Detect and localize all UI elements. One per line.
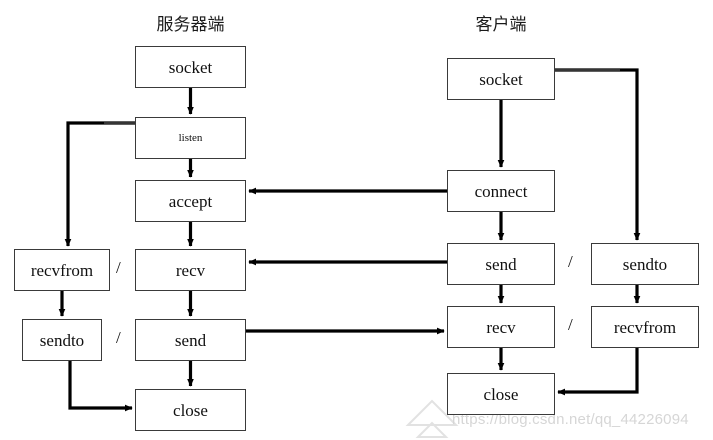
node-client-connect[interactable]: connect [447, 170, 555, 212]
node-client-recvfrom[interactable]: recvfrom [591, 306, 699, 348]
node-label: recv [486, 317, 516, 337]
server-column-title: 服务器端 [156, 15, 225, 34]
separator-server-send: / [116, 328, 121, 347]
separator-server-recv: / [116, 258, 121, 277]
node-label: close [483, 384, 519, 404]
edge-srv-sendto-close [68, 361, 133, 412]
node-server-close[interactable]: close [135, 389, 246, 431]
node-server-recvfrom[interactable]: recvfrom [14, 249, 110, 291]
node-label: connect [474, 181, 528, 201]
node-client-recv[interactable]: recv [447, 306, 555, 348]
node-server-recv[interactable]: recv [135, 249, 246, 291]
node-label: recv [175, 260, 206, 280]
node-label: socket [168, 57, 213, 77]
node-label: listen [178, 131, 203, 144]
node-label: sendto [622, 254, 668, 274]
node-label: close [173, 400, 208, 420]
separator-client-send: / [568, 252, 573, 271]
edge-cli-socket-sendto [555, 68, 641, 241]
node-label: recvfrom [613, 317, 677, 337]
node-server-sendto[interactable]: sendto [22, 319, 102, 361]
node-label: accept [168, 191, 213, 211]
node-client-send[interactable]: send [447, 243, 555, 285]
node-label: socket [479, 69, 523, 89]
watermark-url: https://blog.csdn.net/qq_44226094 [452, 411, 689, 428]
node-client-socket[interactable]: socket [447, 58, 555, 100]
client-column-title: 客户端 [475, 15, 527, 34]
node-client-sendto[interactable]: sendto [591, 243, 699, 285]
node-client-close[interactable]: close [447, 373, 555, 415]
node-server-socket[interactable]: socket [135, 46, 246, 88]
node-server-accept[interactable]: accept [135, 180, 246, 222]
node-label: send [174, 330, 207, 350]
edge-cli-recvfrom-close [557, 348, 639, 396]
separator-client-recv: / [568, 315, 573, 334]
node-label: sendto [39, 330, 85, 350]
node-label: recvfrom [30, 260, 94, 280]
node-server-send[interactable]: send [135, 319, 246, 361]
node-server-listen[interactable]: listen [135, 117, 246, 159]
node-label: send [485, 254, 517, 274]
edge-srv-listen-recvfrom [64, 121, 135, 247]
